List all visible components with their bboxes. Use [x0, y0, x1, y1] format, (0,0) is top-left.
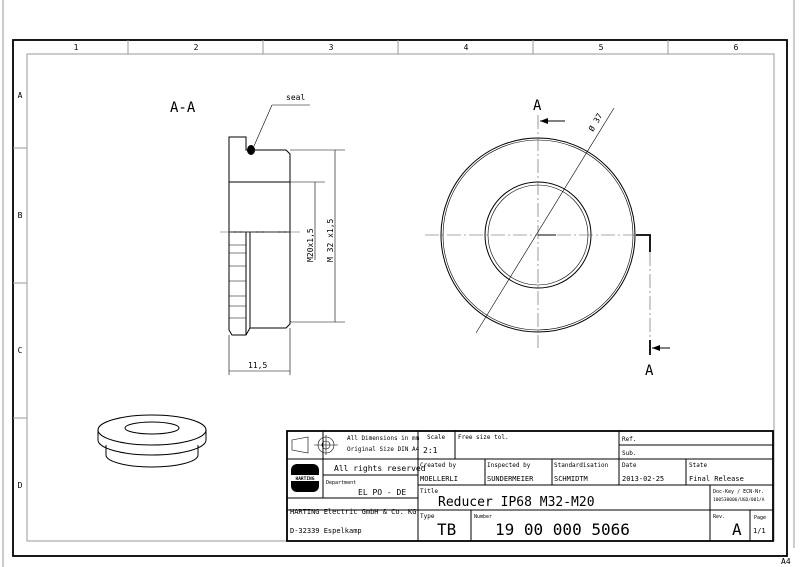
tolerance-label: Free size tol. — [458, 434, 509, 441]
page-label: Page — [754, 515, 766, 521]
dimensions-note: All Dimensions in mm — [347, 435, 420, 442]
ref-label: Ref. — [622, 436, 636, 443]
cut-marker-bottom: A — [645, 363, 654, 379]
row-label: C — [18, 346, 23, 355]
sheet-size-label: A4 — [781, 557, 791, 566]
created-by-label: Created by — [420, 462, 457, 469]
scale-label: Scale — [427, 434, 445, 441]
column-label: 1 — [74, 43, 79, 52]
number-label: Number — [474, 514, 492, 520]
rev-label: Rev. — [713, 514, 725, 520]
row-labels: A B C D — [18, 91, 23, 490]
date-label: Date — [622, 462, 637, 469]
page-value: 1/1 — [753, 527, 766, 535]
column-label: 6 — [734, 43, 739, 52]
section-label: A-A — [170, 100, 196, 116]
svg-text:HARTING: HARTING — [296, 476, 315, 482]
type-value: TB — [437, 520, 456, 539]
dim-diameter: Ø 37 — [586, 111, 604, 133]
company-name: HARTING Electric GmbH & Co. KG — [290, 508, 416, 516]
state-label: State — [689, 462, 707, 469]
company-address: D-32339 Espelkamp — [290, 527, 362, 535]
section-hatch — [228, 136, 291, 183]
scale-value: 2:1 — [423, 446, 438, 455]
dim-outer-thread: M 32 x1,5 — [326, 218, 335, 262]
harting-logo: HARTING — [289, 464, 321, 492]
column-label: 5 — [599, 43, 604, 52]
original-size-note: Original Size DIN A4 — [347, 446, 420, 453]
date-value: 2013-02-25 — [622, 475, 664, 483]
department-label: Department — [326, 480, 356, 486]
standardisation-label: Standardisation — [554, 462, 609, 469]
state-value: Final Release — [689, 475, 744, 483]
rev-value: A — [732, 520, 742, 539]
dim-inner-thread: M20x1,5 — [306, 228, 315, 262]
section-view: A-A seal M20x1,5 M 32 — [170, 93, 345, 375]
row-label: A — [18, 91, 23, 100]
seal-ring — [247, 145, 255, 155]
column-labels: 1 2 3 4 5 6 — [74, 43, 739, 52]
dim-length: 11,5 — [248, 361, 267, 370]
drawing-title: Reducer IP68 M32-M20 — [438, 495, 595, 510]
seal-label: seal — [286, 93, 305, 102]
title-block: HARTING All Dimensions in mm Original Si… — [286, 430, 774, 542]
row-label: B — [18, 211, 23, 220]
created-by-value: MOELLERLI — [420, 475, 458, 483]
type-label: Type — [420, 513, 435, 520]
projection-symbol-icon — [291, 435, 338, 455]
column-label: 2 — [194, 43, 199, 52]
front-view: Ø 37 A A — [425, 98, 670, 379]
row-label: D — [18, 481, 23, 490]
outer-frame — [12, 39, 788, 557]
column-label: 4 — [464, 43, 469, 52]
title-label: Title — [420, 488, 438, 495]
drawing-number: 19 00 000 5066 — [495, 520, 630, 539]
department-value: EL PO - DE — [358, 488, 406, 497]
doc-key-value: 100538006/UGD/001/A — [713, 497, 765, 503]
rights-note: All rights reserved — [334, 464, 426, 473]
inspected-by-label: Inspected by — [487, 462, 531, 469]
zone-ticks — [13, 40, 669, 419]
isometric-view — [97, 414, 207, 468]
column-label: 3 — [329, 43, 334, 52]
inspected-by-value: SUNDERMEIER — [487, 475, 534, 483]
cut-marker-top: A — [533, 98, 542, 114]
sub-label: Sub. — [622, 450, 636, 457]
standardisation-value: SCHMIDTM — [554, 475, 588, 483]
doc-key-label: Doc-Key / ECN-Nr. — [713, 489, 764, 495]
